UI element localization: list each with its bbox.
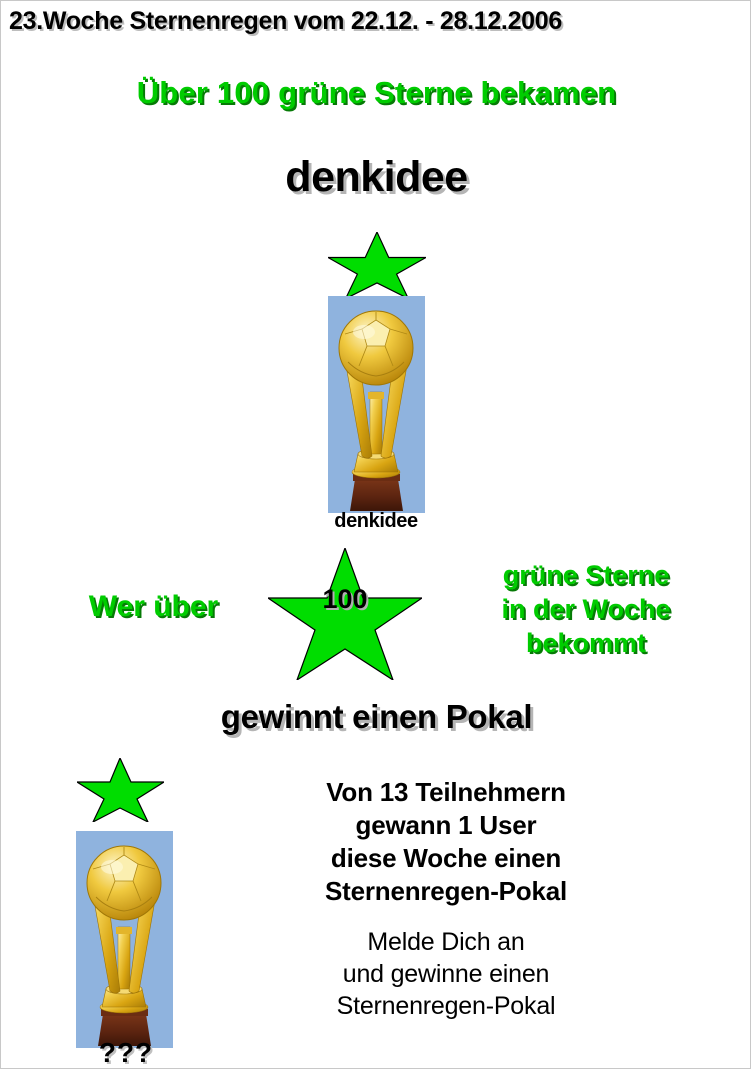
- signup-line-3: Sternenregen-Pokal: [336, 992, 556, 1020]
- summary-bold-line-4: Sternenregen-Pokal: [324, 876, 568, 906]
- winner-trophy-caption: denkidee: [334, 510, 418, 532]
- rule-right-line-2: in der Woche: [501, 594, 671, 624]
- summary-bold-line-2: gewann 1 User: [355, 810, 537, 840]
- rule-right-line-1: grüne Sterne: [502, 560, 670, 590]
- green-star-icon: [77, 758, 164, 822]
- gold-football-trophy-icon: [76, 831, 173, 1048]
- rule-right-text: grüne Sterne in der Woche bekommt: [431, 558, 741, 660]
- rule-bottom-text: gewinnt einen Pokal: [220, 698, 533, 735]
- gold-football-trophy-icon: [328, 296, 425, 513]
- signup-line-1: Melde Dich an: [367, 928, 525, 956]
- green-star-icon: [328, 232, 426, 299]
- green-headline: Über 100 grüne Sterne bekamen: [136, 75, 617, 110]
- rule-right-line-3: bekommt: [525, 628, 647, 658]
- signup-call-to-action: Melde Dich an und gewinne einen Sternenr…: [201, 926, 691, 1022]
- summary-bold-block: Von 13 Teilnehmern gewann 1 User diese W…: [201, 776, 691, 908]
- winner-name: denkidee: [285, 153, 468, 201]
- summary-bold-line-1: Von 13 Teilnehmern: [326, 777, 566, 807]
- green-star-icon: [268, 548, 422, 680]
- summary-bold-line-3: diese Woche einen: [330, 843, 562, 873]
- signup-line-2: und gewinne einen: [342, 960, 550, 988]
- rule-left-text: Wer über: [88, 590, 219, 623]
- next-winner-placeholder: ???: [98, 1037, 154, 1068]
- week-title: 23.Woche Sternenregen vom 22.12. - 28.12…: [9, 7, 562, 35]
